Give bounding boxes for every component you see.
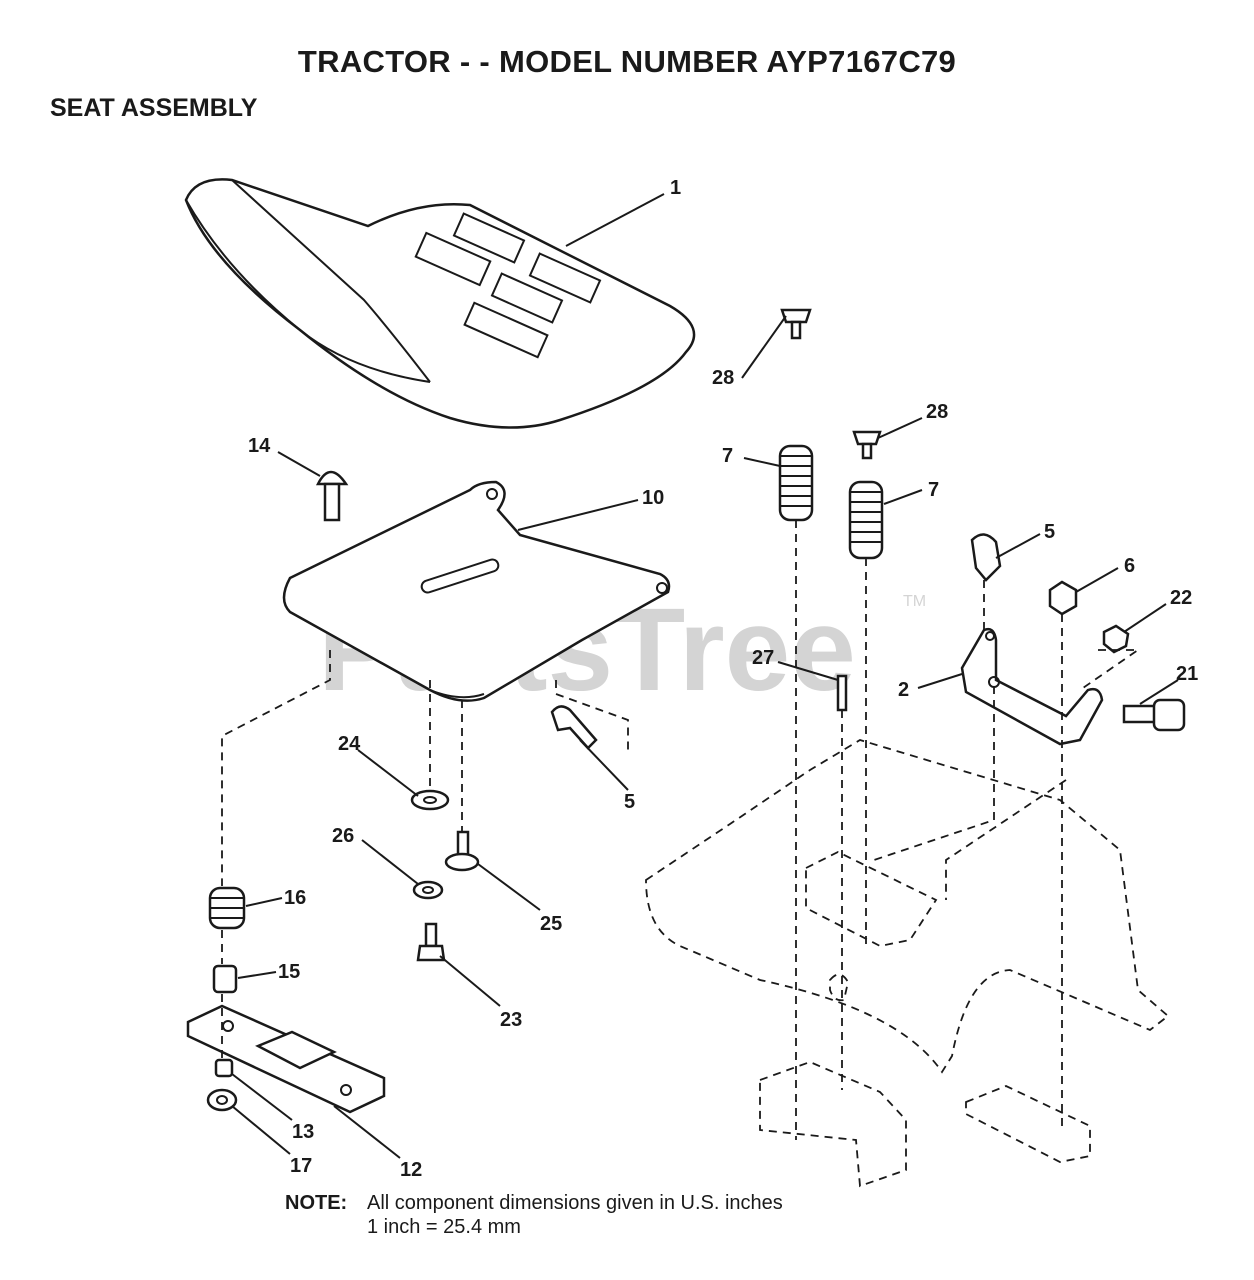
- bumper-spring-part: [208, 886, 246, 930]
- callout-14: 14: [248, 435, 271, 457]
- dimension-note: NOTE: All component dimensions given in U…: [285, 1191, 783, 1239]
- note-line-2: 1 inch = 25.4 mm: [367, 1216, 521, 1238]
- flange-nut-part: [206, 1088, 238, 1112]
- mounting-bracket-part: [960, 627, 1104, 746]
- callout-26: 26: [332, 825, 354, 847]
- flange-bolt-part: [444, 830, 480, 872]
- callout-24: 24: [338, 733, 361, 755]
- carriage-bolt-part: [315, 470, 349, 522]
- pin-part: [836, 674, 848, 712]
- callout-22: 22: [1170, 587, 1192, 609]
- spring-part-left: [778, 444, 814, 522]
- washer-part: [410, 789, 450, 811]
- seat-plate-part: [186, 1004, 386, 1114]
- spring-part-right: [848, 480, 884, 560]
- seat-part: [184, 178, 696, 429]
- watermark-trademark: TM: [903, 593, 926, 610]
- callout-15: 15: [278, 961, 300, 983]
- note-line-1: All component dimensions given in U.S. i…: [367, 1192, 783, 1214]
- callout-7-left: 7: [722, 445, 733, 467]
- knob-part-right: [852, 430, 882, 460]
- callout-27: 27: [752, 647, 774, 669]
- callout-2: 2: [898, 679, 909, 701]
- callout-23: 23: [500, 1009, 522, 1031]
- callout-21: 21: [1176, 663, 1198, 685]
- hex-bolt-part: [416, 922, 446, 962]
- callout-17: 17: [290, 1155, 312, 1177]
- callout-5-lower: 5: [624, 791, 635, 813]
- shoulder-bolt-part: [1122, 698, 1186, 732]
- clip-part-upper: [970, 533, 1002, 582]
- section-title: SEAT ASSEMBLY: [50, 94, 258, 122]
- seat-pan-part: [282, 480, 671, 702]
- callout-16: 16: [284, 887, 306, 909]
- callout-5-upper: 5: [1044, 521, 1055, 543]
- callout-7-right: 7: [928, 479, 939, 501]
- callout-13: 13: [292, 1121, 314, 1143]
- leader-lines: [231, 193, 1179, 1159]
- callout-25: 25: [540, 913, 562, 935]
- assembly-lines: [221, 520, 1141, 1140]
- spacer-part: [212, 964, 238, 994]
- note-keyword: NOTE:: [285, 1192, 348, 1214]
- clip-part-lower: [550, 705, 598, 750]
- callout-labels: 1 14 10 28 28 7 7 5 6 22 21 2 27 24 5 26…: [248, 177, 1198, 1181]
- carriage-nut-part: [214, 1058, 234, 1078]
- callout-6: 6: [1124, 555, 1135, 577]
- nut-part: [1048, 580, 1078, 616]
- callout-10: 10: [642, 487, 664, 509]
- knob-part-left: [780, 308, 812, 340]
- tractor-frame-reference: [645, 739, 1170, 1188]
- callout-28-left: 28: [712, 367, 734, 389]
- lock-nut-part: [1102, 624, 1130, 654]
- callout-28-right: 28: [926, 401, 948, 423]
- callout-1: 1: [670, 177, 681, 199]
- callout-12: 12: [400, 1159, 422, 1181]
- page-title: TRACTOR - - MODEL NUMBER AYP7167C79: [297, 44, 957, 79]
- lock-washer-part: [412, 880, 444, 900]
